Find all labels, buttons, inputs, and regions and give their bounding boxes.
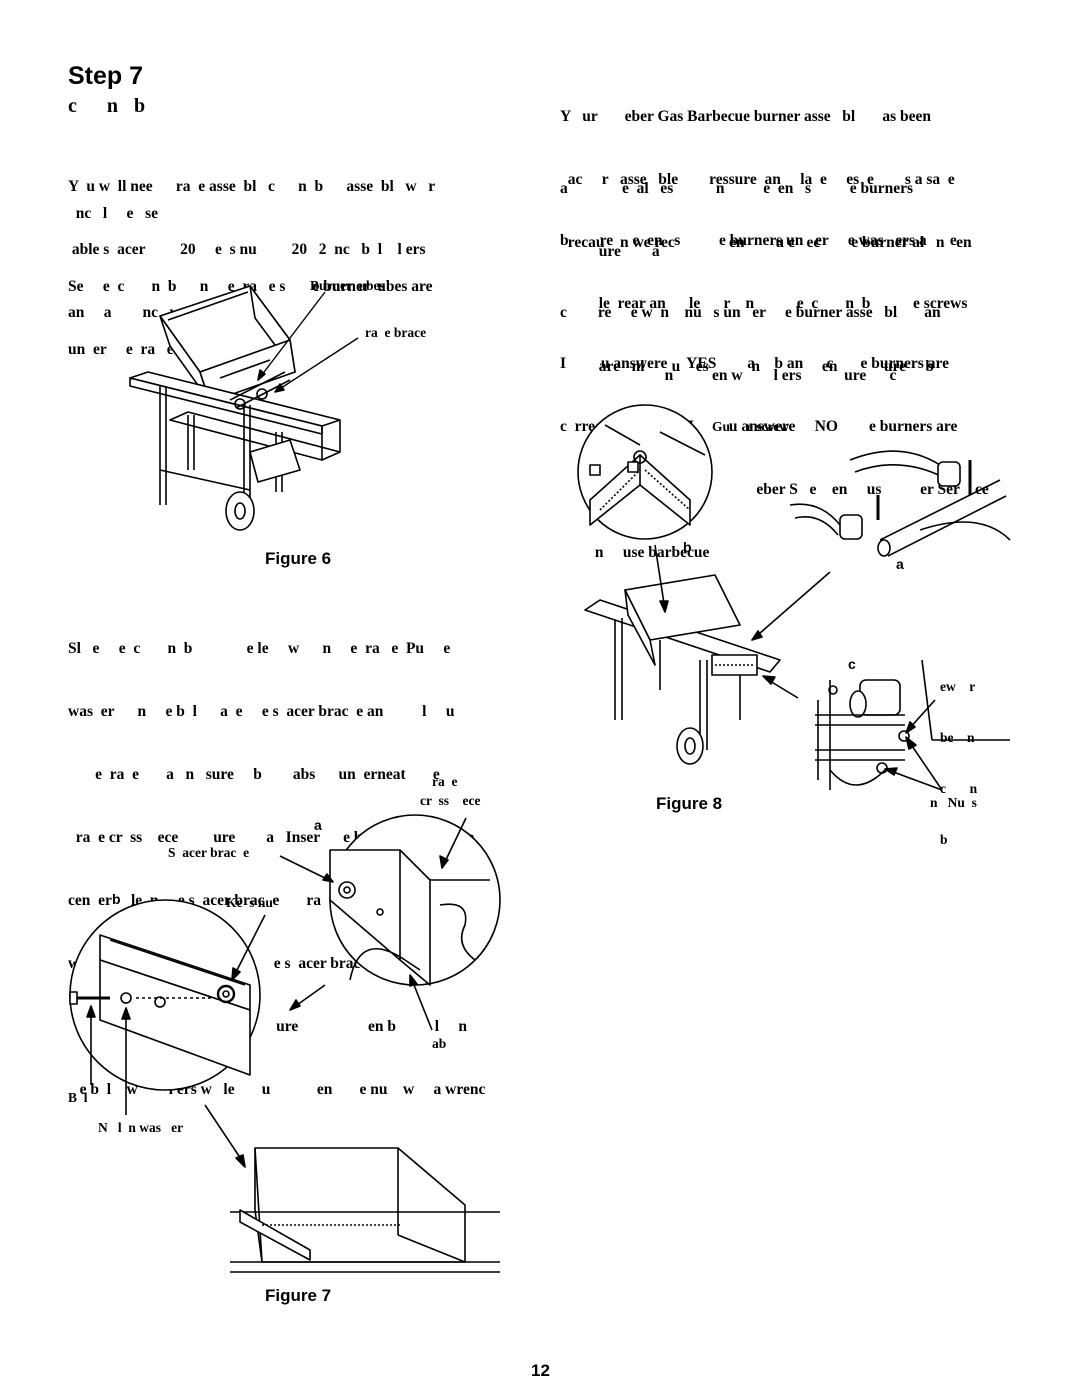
text-line: n use barbecue [560, 544, 710, 561]
label-nuts: n Nu s [930, 795, 977, 810]
checklist-item-a: a e al es n e en s e burners ure a [560, 136, 1020, 283]
label-tab: ab [432, 1036, 447, 1051]
checklist-item-c: c re e w n nu s un er e burner asse bl a… [560, 260, 1020, 407]
label-nylon-washer: N l n was er [98, 1120, 184, 1135]
figure-8-caption: Figure 8 [656, 794, 723, 813]
label-detail-c: c [848, 656, 856, 672]
text-line: a e al es n e en s e burners [560, 180, 914, 197]
label-bolt: B l [68, 1090, 88, 1105]
text-line: able s acer 20 e s nu 20 2 nc b l l ers [68, 241, 426, 258]
text-line: b re e en s e burners un er e was ers a … [560, 232, 957, 249]
text-line: n en w l ers ure c [560, 367, 897, 384]
step-title: Step 7 [68, 62, 144, 90]
label-lower-crossover: ew r be n c n b [940, 679, 978, 847]
figure-6-caption: Figure 6 [265, 549, 332, 568]
instruction-paragraph-2: Sl e e c n b e le w n e ra e Pu e was er… [68, 596, 538, 1121]
text-line: Se e c n b n e ra e s e burner ubes are [68, 278, 433, 295]
text-line: Y ur eber Gas Barbecue burner asse bl as… [560, 108, 932, 125]
label-spacer-brace: S acer brac e [168, 845, 250, 860]
section-heading: c n b [68, 95, 148, 117]
text-line: recau n we rec en u c ec e burner al n e… [560, 234, 972, 251]
label-cross-piece: cr ss ece [420, 793, 481, 808]
text-line: Sl e e c n b e le w n e ra e Pu e [68, 640, 451, 657]
intro-paragraph: Y u w ll nee ra e asse bl c n b asse bl … [68, 134, 528, 344]
label-detail-b: b [683, 539, 692, 555]
text-line: e ra e a n sure b abs un erneat e [68, 766, 440, 783]
label-detail-a: a [896, 556, 904, 572]
label-frame: ra e [432, 774, 458, 789]
label-frame-brace: ra e brace [365, 325, 427, 340]
label-keps-nut: Ke s nu [226, 895, 273, 910]
label-detail-b: b [112, 891, 121, 907]
checklist-item-b: b re e en s e burners un er e was ers a … [560, 188, 1020, 398]
result-paragraph: I u answere YES a b an c e burners are c… [560, 311, 1020, 584]
label-detail-a: a [314, 817, 322, 833]
figure-7-caption: Figure 7 [265, 1286, 332, 1305]
text-line: I u answere YES a b an c e burners are [560, 355, 949, 372]
intro-right-paragraph: Y ur eber Gas Barbecue burner asse bl as… [560, 64, 1020, 274]
label-burner-tubes: Burner ubes [310, 278, 385, 293]
page-number: 12 [531, 1361, 550, 1380]
text-line: was er n e b l a e e s acer brac e an l … [68, 703, 455, 720]
text-line: ure a [560, 243, 660, 260]
label-guide-screw: Gu e screw [712, 419, 789, 434]
text-line: ac r asse ble ressure an la e es e s a s… [560, 171, 955, 188]
text-line: Y u w ll nee ra e asse bl c n b asse bl … [68, 178, 436, 195]
text-line: le rear an le r n e c n b e screws [560, 295, 968, 312]
text-line: c re e w n nu s un er e burner asse bl a… [560, 304, 941, 321]
subheading-tools: nc l e se [68, 205, 158, 222]
text-line: are nl u es n en ure b [560, 358, 935, 375]
